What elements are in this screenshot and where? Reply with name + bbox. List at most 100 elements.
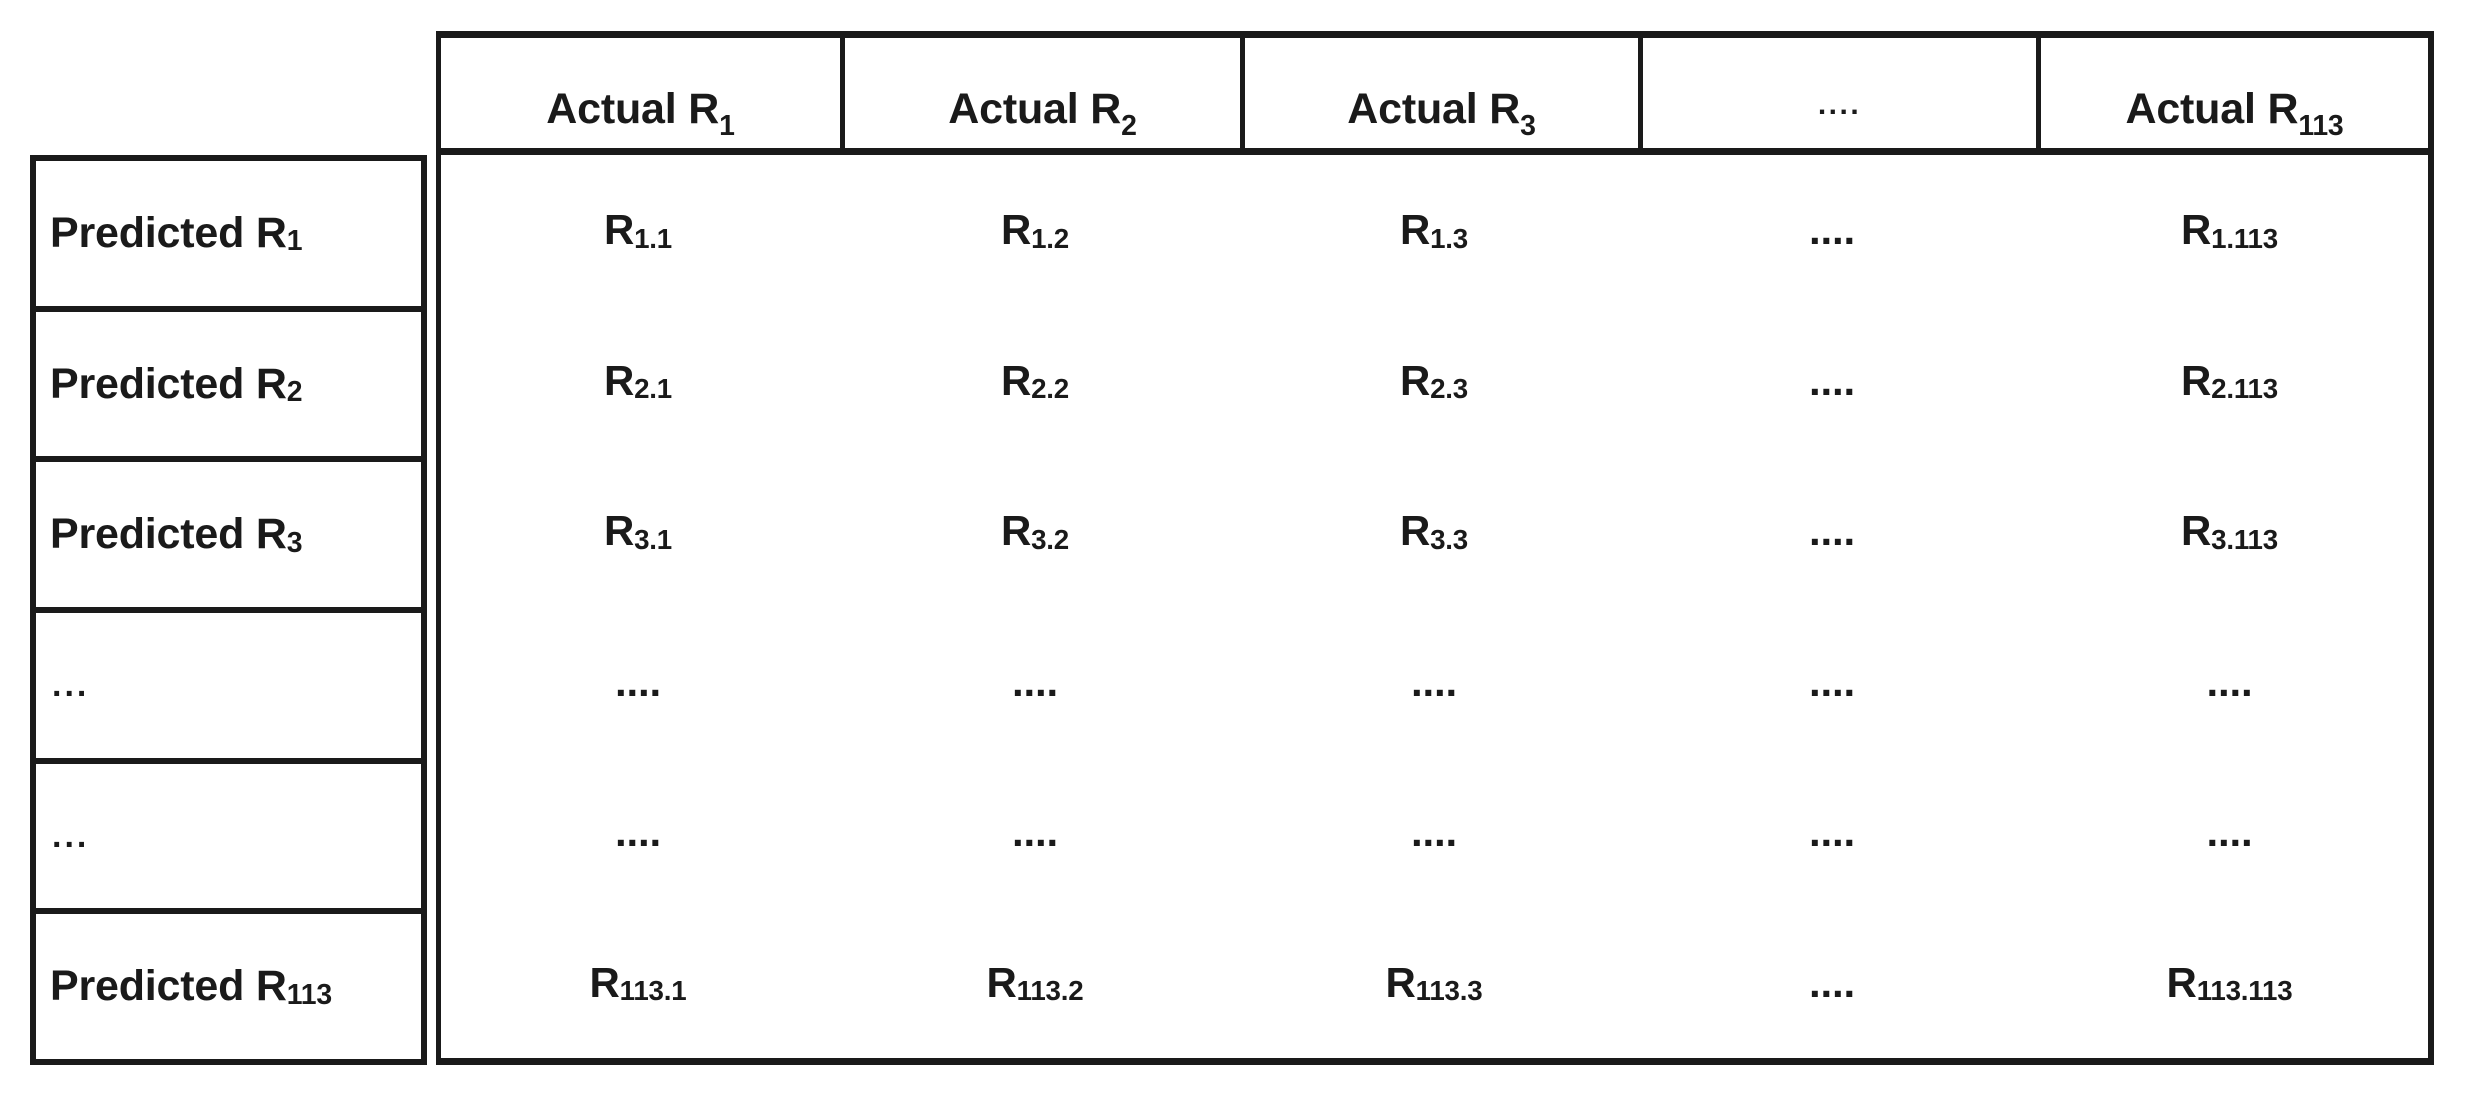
label-base: R [2181, 356, 2212, 404]
ellipsis-glyph: ... [52, 665, 90, 704]
label-subscript: 2.1 [634, 373, 673, 405]
row-header-ellipsis-1: ... [36, 607, 421, 758]
label-subscript: 113.1 [619, 975, 687, 1007]
ellipsis-glyph: .... [1817, 88, 1862, 121]
label-base: R [2181, 507, 2212, 555]
ellipsis-glyph: .... [2206, 808, 2253, 856]
label-subscript: 2 [1121, 109, 1137, 142]
label-subscript: 113.2 [1016, 975, 1084, 1007]
matrix-cell: .... [1633, 507, 2031, 555]
label-subscript: 113.113 [2196, 975, 2293, 1007]
label-subscript: 3 [286, 526, 303, 559]
label-base: R [1399, 206, 1431, 254]
label-base: R [1385, 958, 1416, 1006]
label-base: R [1000, 507, 1032, 555]
label-base: Predicted R [50, 510, 287, 559]
label-base: R [603, 206, 635, 254]
label-subscript: 1.3 [1430, 222, 1469, 254]
label-base: R [1399, 356, 1431, 404]
matrix-row: .... .... .... .... .... [441, 607, 2428, 758]
label-subscript: 3.3 [1430, 523, 1469, 555]
label-subscript: 113 [286, 978, 332, 1011]
label-base: Predicted R [50, 359, 287, 408]
label-subscript: 1.113 [2211, 222, 2278, 254]
label-base: Actual R [546, 85, 720, 133]
label-subscript: 2 [286, 376, 303, 408]
ellipsis-glyph: .... [615, 808, 661, 856]
label-base: Actual R [1347, 85, 1521, 133]
label-base: Predicted R [50, 962, 287, 1011]
label-base: R [2181, 206, 2212, 254]
label-base: R [603, 356, 635, 404]
row-header-ellipsis-2: ... [36, 757, 421, 909]
label-base: R [1000, 356, 1032, 404]
label-base: R [1399, 507, 1431, 555]
label-subscript: 113 [2298, 109, 2344, 142]
label-subscript: 3.1 [634, 523, 673, 555]
matrix-cell: .... [1235, 658, 1633, 706]
matrix-cell: .... [1633, 206, 2031, 254]
matrix-cell: .... [2031, 808, 2428, 856]
ellipsis-glyph: .... [1809, 657, 1855, 705]
label-subscript: 2.113 [2211, 373, 2278, 405]
matrix-cell: .... [2031, 658, 2428, 706]
label-subscript: 1.2 [1031, 222, 1070, 254]
ellipsis-glyph: .... [1809, 507, 1855, 555]
ellipsis-glyph: .... [2206, 657, 2253, 705]
ellipsis-glyph: ... [52, 816, 90, 855]
matrix-cell: .... [441, 658, 835, 706]
label-base: Actual R [2125, 85, 2299, 133]
ellipsis-glyph: .... [1012, 808, 1058, 856]
label-base: R [986, 958, 1017, 1006]
ellipsis-glyph: .... [1809, 206, 1855, 254]
label-base: Actual R [948, 85, 1122, 133]
label-subscript: 1 [719, 109, 735, 142]
ellipsis-glyph: .... [1012, 657, 1058, 705]
label-base: R [603, 507, 635, 555]
ellipsis-glyph: .... [1809, 356, 1855, 404]
label-subscript: 1.1 [634, 222, 673, 254]
label-subscript: 3.2 [1031, 523, 1070, 555]
label-subscript: 113.3 [1415, 975, 1483, 1007]
label-base: Predicted R [50, 208, 287, 257]
label-subscript: 3.113 [2211, 523, 2278, 555]
ellipsis-glyph: .... [1411, 808, 1457, 856]
ellipsis-glyph: .... [1411, 657, 1457, 705]
ellipsis-glyph: .... [1809, 958, 1855, 1006]
label-base: R [589, 958, 620, 1006]
matrix-cell: .... [1633, 808, 2031, 856]
ellipsis-glyph: .... [1809, 808, 1855, 856]
label-subscript: 3 [1520, 109, 1536, 142]
matrix-cell: .... [441, 808, 835, 856]
label-subscript: 2.2 [1031, 373, 1070, 405]
